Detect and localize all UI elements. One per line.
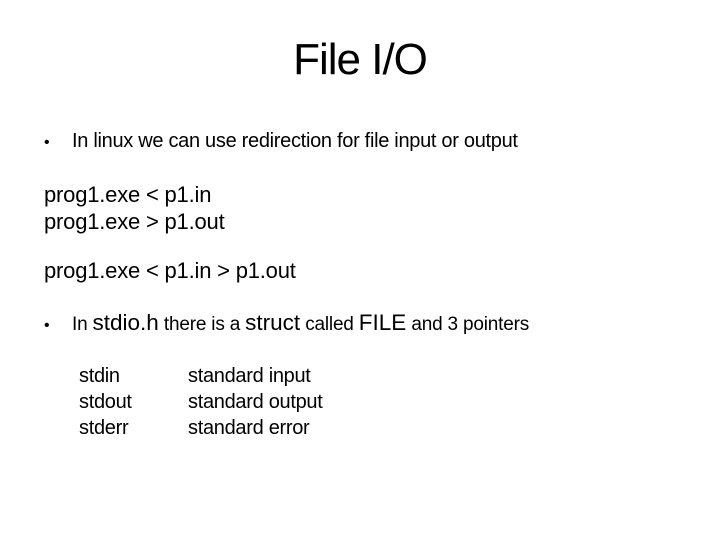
stream-name-cell: stdin: [79, 365, 120, 387]
code-line-input-redirect: prog1.exe < p1.in: [44, 182, 212, 207]
bullet-icon: •: [44, 317, 50, 334]
table-row: stderr standard error: [79, 415, 323, 441]
table-row: stdout standard output: [79, 389, 323, 415]
code-line-output-redirect: prog1.exe > p1.out: [44, 209, 225, 234]
bullet-text-segment-code: struct: [245, 310, 301, 335]
bullet-text-segment: called: [300, 314, 359, 335]
code-line-combined-redirect: prog1.exe < p1.in > p1.out: [44, 258, 296, 283]
stream-name-cell: stdout: [79, 391, 132, 413]
stream-desc-cell: standard error: [188, 417, 310, 439]
bullet-text-segment: there is a: [158, 314, 246, 335]
page-title: File I/O: [293, 35, 428, 84]
bullet-text-segment: and 3 pointers: [406, 314, 529, 335]
stream-desc-cell: standard output: [188, 391, 323, 413]
bullet-text-segment-code: FILE: [358, 310, 407, 335]
stream-desc-cell: standard input: [188, 365, 311, 387]
code-block-redirection: prog1.exe < p1.in prog1.exe > p1.out: [44, 181, 225, 235]
bullet-item-stdio: • In stdio.h there is a struct called FI…: [44, 309, 529, 339]
table-row: stdin standard input: [79, 363, 323, 389]
bullet-text-segment: In: [72, 314, 93, 335]
bullet-icon: •: [44, 134, 50, 151]
bullet-text-segment-code: stdio.h: [92, 310, 159, 335]
bullet-text: In linux we can use redirection for file…: [72, 130, 518, 152]
stream-name-cell: stderr: [79, 417, 129, 439]
bullet-item-redirection: • In linux we can use redirection for fi…: [44, 129, 518, 155]
bullet-text: In stdio.h there is a struct called FILE…: [72, 309, 529, 338]
code-block-combined-redirect: prog1.exe < p1.in > p1.out: [44, 257, 296, 284]
streams-table: stdin standard input stdout standard out…: [79, 363, 323, 441]
